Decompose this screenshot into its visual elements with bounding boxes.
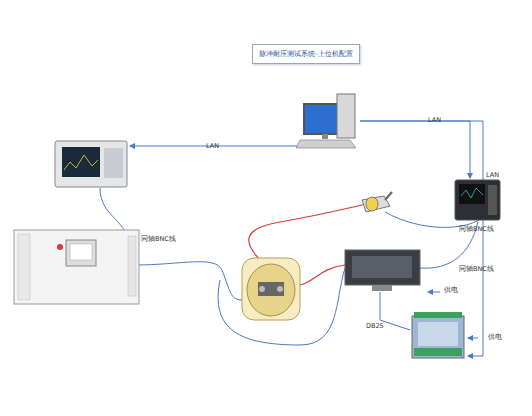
oscilloscope [455, 180, 500, 220]
title-text: 脉冲耐压测试系统-上位机配置 [259, 50, 352, 59]
measurement-unit [345, 250, 420, 291]
cable-label: LAN [428, 117, 441, 124]
cable-label: 同轴BNC线 [459, 266, 494, 273]
signal-generator [55, 141, 127, 187]
title-box: 脉冲耐压测试系统-上位机配置 [252, 44, 360, 64]
acquisition-module [412, 312, 464, 358]
cable-label: 同轴BNC线 [141, 236, 176, 243]
cable-label: 供电 [444, 287, 458, 294]
cable-label: 同轴BNC线 [459, 226, 494, 233]
oil-test-cup [242, 258, 300, 320]
current-probe [362, 192, 392, 212]
cable-label: DB25 [366, 323, 384, 330]
power-amplifier [14, 230, 139, 304]
cable-label: LAN [486, 172, 499, 179]
computer [296, 94, 356, 148]
cable-label: LAN [206, 143, 219, 150]
cable-label: 供电 [488, 334, 502, 341]
